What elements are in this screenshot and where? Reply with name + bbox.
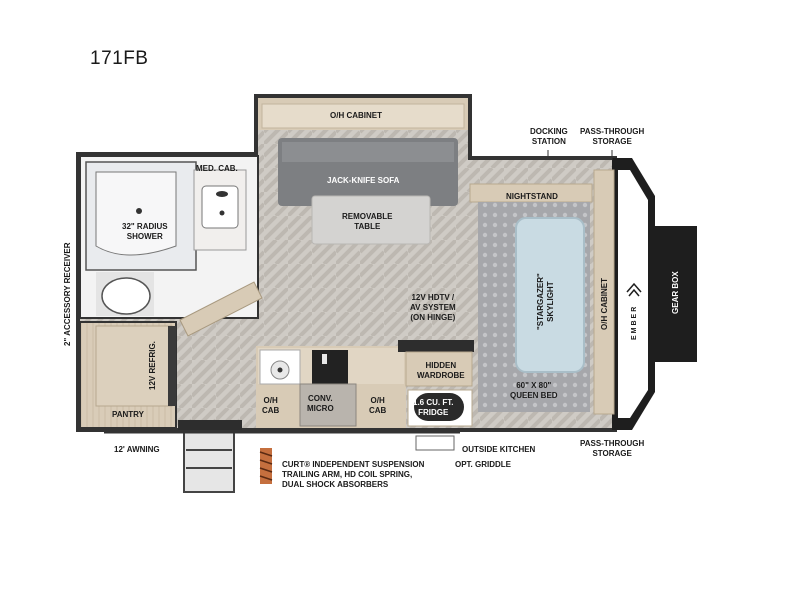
label-pantry: PANTRY	[112, 410, 144, 419]
jack-knife-sofa	[278, 138, 458, 206]
label-hidden-wardrobe: HIDDEN WARDROBE	[417, 361, 465, 381]
outside-kitchen-tray	[415, 435, 455, 451]
oh-cab-right-text: O/H CAB	[369, 396, 387, 415]
label-nightstand: NIGHTSTAND	[506, 192, 558, 201]
queen-bed-text: 60" X 80" QUEEN BED	[510, 381, 558, 400]
label-stargazer: "STARGAZER" SKYLIGHT	[536, 273, 556, 330]
label-gear-box: GEAR BOX	[671, 271, 680, 314]
label-refrigerator: 12V REFRIG.	[148, 341, 157, 390]
label-suspension: CURT® INDEPENDENT SUSPENSION TRAILING AR…	[282, 460, 424, 490]
label-hdtv: 12V HDTV / AV SYSTEM (ON HINGE)	[410, 293, 456, 323]
label-oh-cab-right: O/H CAB	[369, 396, 386, 416]
gear-box	[655, 226, 697, 362]
label-fridge: 1.6 CU. FT. FRIDGE	[413, 398, 453, 418]
label-docking-station: DOCKING STATION	[530, 127, 568, 147]
suspension-text: CURT® INDEPENDENT SUSPENSION TRAILING AR…	[282, 460, 425, 489]
suspension-spring	[259, 448, 273, 484]
ember-logo	[626, 282, 642, 297]
tv-cabinet	[398, 340, 474, 352]
label-oh-cab-left: O/H CAB	[262, 396, 279, 416]
label-med-cab: MED. CAB.	[196, 164, 238, 173]
removable-table-text: REMOVABLE TABLE	[342, 212, 393, 231]
wardrobe	[405, 351, 473, 387]
stargazer-text: "STARGAZER" SKYLIGHT	[536, 273, 555, 330]
skylight	[515, 217, 585, 373]
fridge	[407, 389, 473, 427]
label-griddle: OPT. GRIDDLE	[455, 460, 512, 469]
model-title: 171FB	[90, 48, 149, 69]
label-jack-knife-sofa: JACK-KNIFE SOFA	[327, 176, 400, 185]
label-outside-kitchen: OUTSIDE KITCHEN	[462, 445, 536, 454]
fridge-text: 1.6 CU. FT. FRIDGE	[413, 398, 454, 417]
removable-table	[311, 195, 431, 245]
conv-micro-text: CONV. MICRO	[307, 394, 334, 413]
docking-station-text: DOCKING STATION	[530, 127, 568, 146]
label-ember-logo: EMBER	[631, 304, 638, 340]
label-awning: 12' AWNING	[114, 445, 160, 454]
pass-through-bottom-text: PASS-THROUGH STORAGE	[580, 439, 645, 458]
bathroom	[79, 155, 259, 319]
bath-door	[179, 281, 263, 337]
kitchen-counter	[256, 346, 406, 428]
label-queen-bed: 60" X 80" QUEEN BED	[510, 381, 558, 401]
front-cap	[612, 158, 655, 430]
pass-through-top-text: PASS-THROUGH STORAGE	[580, 127, 645, 146]
label-conv-micro: CONV. MICRO	[307, 394, 334, 414]
label-oh-cabinet-top: O/H CABINET	[330, 111, 382, 120]
oh-cabinet-top-inner	[261, 103, 465, 129]
hidden-wardrobe-text: HIDDEN WARDROBE	[417, 361, 465, 380]
entry-steps	[183, 431, 235, 493]
label-accessory-receiver: 2" ACCESSORY RECEIVER	[63, 242, 72, 346]
shower-text: 32" RADIUS SHOWER	[122, 222, 168, 241]
oh-cabinet-right	[593, 169, 615, 415]
label-oh-cabinet-right: O/H CABINET	[600, 278, 609, 330]
oh-cab-left-text: O/H CAB	[262, 396, 280, 415]
label-pass-through-bottom: PASS-THROUGH STORAGE	[580, 439, 644, 459]
label-removable-table: REMOVABLE TABLE	[342, 212, 393, 232]
pantry-refrigerator	[79, 321, 177, 429]
hdtv-text: 12V HDTV / AV SYSTEM (ON HINGE)	[410, 293, 456, 322]
label-shower: 32" RADIUS SHOWER	[122, 222, 168, 242]
entry-door	[178, 420, 242, 430]
label-pass-through-top: PASS-THROUGH STORAGE	[580, 127, 644, 147]
